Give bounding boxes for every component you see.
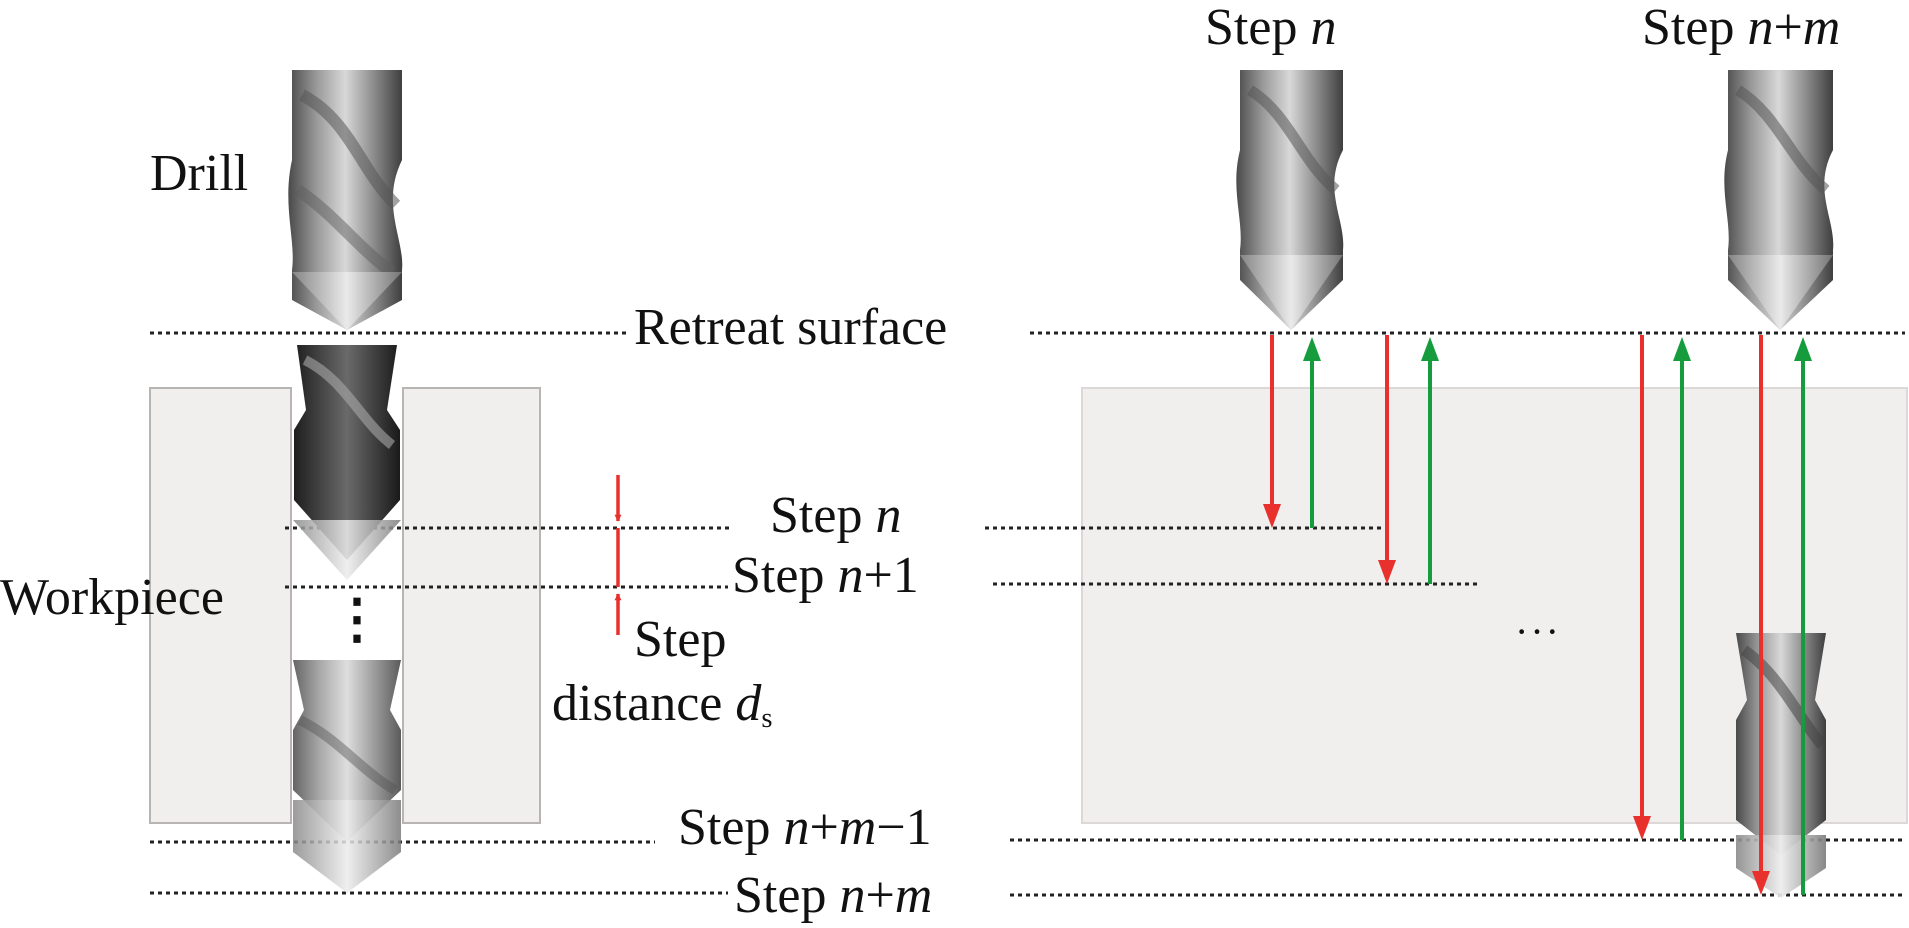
drill-step-nm-icon [1724,70,1834,330]
workpiece-left [149,387,541,824]
header-step-n-plus-m: Step n+m [1642,0,1841,56]
down-arrow-icon [1263,335,1281,528]
retreat-surface-label: Retreat surface [634,299,948,356]
drill-in-workpiece-icon [1736,633,1827,898]
vertical-ellipsis-icon: ⋮ [330,589,384,649]
horizontal-ellipsis-icon: ··· [1515,609,1561,654]
up-arrow-icon [1303,337,1321,528]
drill-in-hole-icon [293,345,401,893]
distance-ds-label: distance ds [552,675,773,735]
motion-arrows [1263,335,1812,895]
drill-step-n-icon [1236,70,1344,330]
step-n-plus-m-label: Step n+m [734,867,933,924]
down-arrow-icon [1378,335,1396,584]
up-arrow-icon [1673,337,1691,840]
step-distance-label: Step [634,611,727,668]
drill-label: Drill [150,145,249,202]
drill-icon [288,70,403,330]
workpiece-label: Workpiece [0,569,224,626]
step-n-label: Step n [770,487,902,544]
step-n-plus-1-label: Step n+1 [732,547,919,604]
up-arrow-icon [1794,337,1812,895]
header-step-n: Step n [1205,0,1337,56]
down-arrow-icon [1752,335,1770,895]
down-arrow-icon [1633,335,1651,840]
step-n-plus-m-minus-1-label: Step n+m−1 [678,799,932,856]
up-arrow-icon [1421,337,1439,584]
